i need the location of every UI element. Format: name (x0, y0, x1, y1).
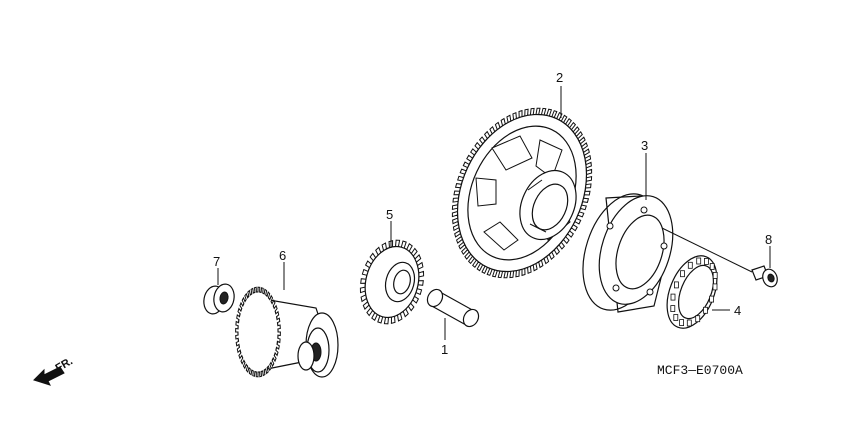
callout-8: 8 (765, 232, 772, 247)
idle-gear-shaft (426, 288, 480, 328)
leader-lines (217, 86, 771, 340)
callout-3: 3 (641, 138, 648, 153)
front-direction-arrow: FR. (33, 355, 75, 386)
one-way-clutch-outer (582, 193, 674, 313)
ball-bearing (203, 283, 235, 315)
callout-4: 4 (734, 303, 741, 318)
one-way-clutch-sprag (666, 255, 718, 329)
starter-idle-gear (359, 239, 425, 325)
callout-2: 2 (556, 70, 563, 85)
callout-7: 7 (213, 254, 220, 269)
callout-1: 1 (441, 342, 448, 357)
callout-6: 6 (279, 248, 286, 263)
callout-5: 5 (386, 207, 393, 222)
front-direction-label: FR. (54, 355, 75, 374)
starter-reduction-gear (235, 286, 339, 378)
socket-bolt (751, 265, 778, 288)
starter-driven-gear (451, 107, 593, 279)
drawing-code: MCF3—E0700A (657, 363, 743, 378)
